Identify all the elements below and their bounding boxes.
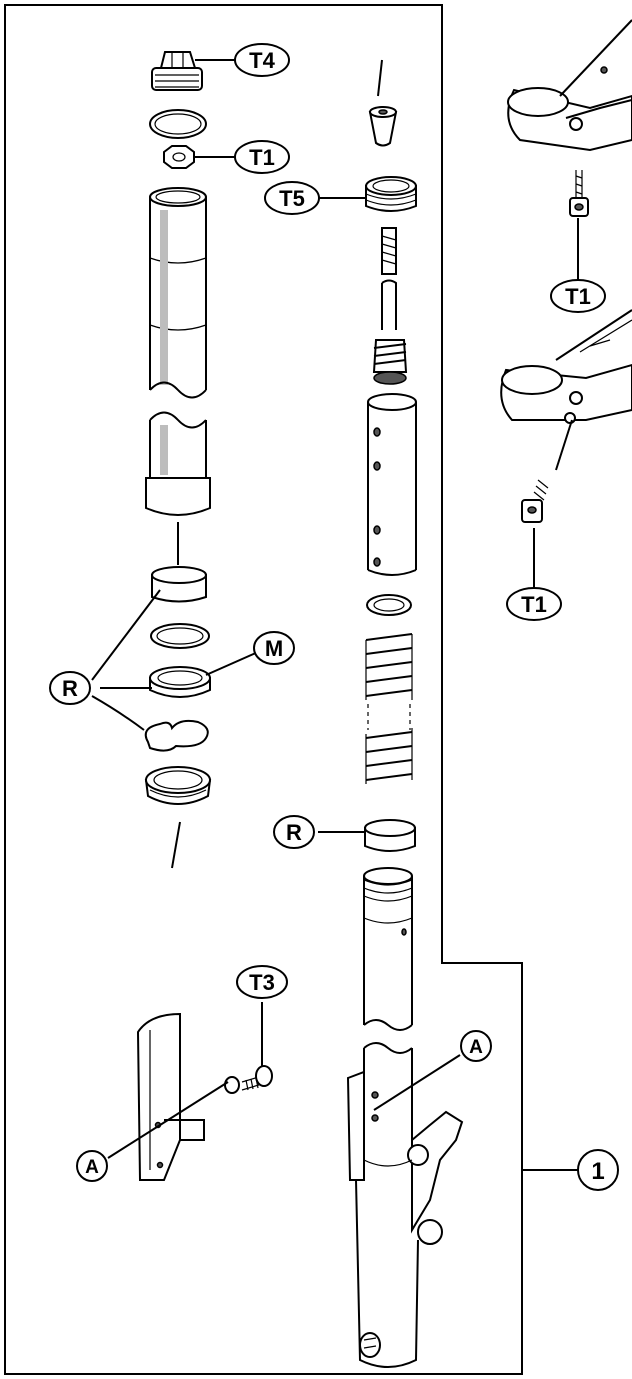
damper-valve <box>368 106 398 147</box>
callout-a-tube: A <box>460 1030 492 1062</box>
inner-tube <box>145 187 211 516</box>
guard-washer <box>224 1076 240 1094</box>
svg-text:R: R <box>62 676 78 701</box>
svg-text:A: A <box>85 1157 99 1178</box>
svg-text:T5: T5 <box>279 186 305 211</box>
outer-tube-upper <box>363 867 413 1031</box>
lower-clamp-bolt <box>521 479 549 523</box>
guard-screw <box>241 1065 273 1091</box>
svg-text:T1: T1 <box>521 592 547 617</box>
callout-t3: T3 <box>236 965 288 999</box>
o-ring <box>149 109 207 139</box>
damper-cap <box>365 176 417 212</box>
callout-t5: T5 <box>264 181 320 215</box>
lower-bushing <box>364 819 416 852</box>
svg-text:M: M <box>265 636 283 661</box>
lower-bracket <box>500 309 632 471</box>
svg-text:T3: T3 <box>249 970 275 995</box>
svg-text:T1: T1 <box>565 284 591 309</box>
callout-a-guard: A <box>76 1150 108 1182</box>
spring-seat <box>366 594 412 616</box>
slide-bushing <box>151 566 207 603</box>
washer <box>150 623 210 649</box>
svg-text:R: R <box>286 820 302 845</box>
svg-text:T1: T1 <box>249 145 275 170</box>
callout-1: 1 <box>577 1149 619 1191</box>
damper-spring <box>372 339 408 385</box>
lock-nut <box>163 145 195 169</box>
upper-clamp-bolt <box>569 170 589 217</box>
damper-rod <box>381 227 397 330</box>
fork-spring <box>365 633 413 784</box>
callout-r-right: R <box>273 815 315 849</box>
fork-guard <box>136 1012 205 1181</box>
callout-r-left: R <box>49 671 91 705</box>
callout-t4: T4 <box>234 43 290 77</box>
fork-cap-bolt <box>151 51 203 91</box>
damper-cylinder <box>367 393 417 576</box>
svg-text:A: A <box>469 1037 483 1058</box>
callout-t1-lower: T1 <box>506 587 562 621</box>
callout-t1-upper: T1 <box>550 279 606 313</box>
oil-seal <box>149 666 211 698</box>
svg-text:T4: T4 <box>249 48 275 73</box>
callout-m: M <box>253 631 295 665</box>
diagram-frame <box>4 4 523 1375</box>
upper-bracket <box>507 19 632 152</box>
callout-t1-nut: T1 <box>234 140 290 174</box>
circlip <box>144 719 209 752</box>
svg-text:1: 1 <box>591 1158 604 1185</box>
dust-seal <box>144 766 212 805</box>
fork-slider <box>346 1042 464 1368</box>
